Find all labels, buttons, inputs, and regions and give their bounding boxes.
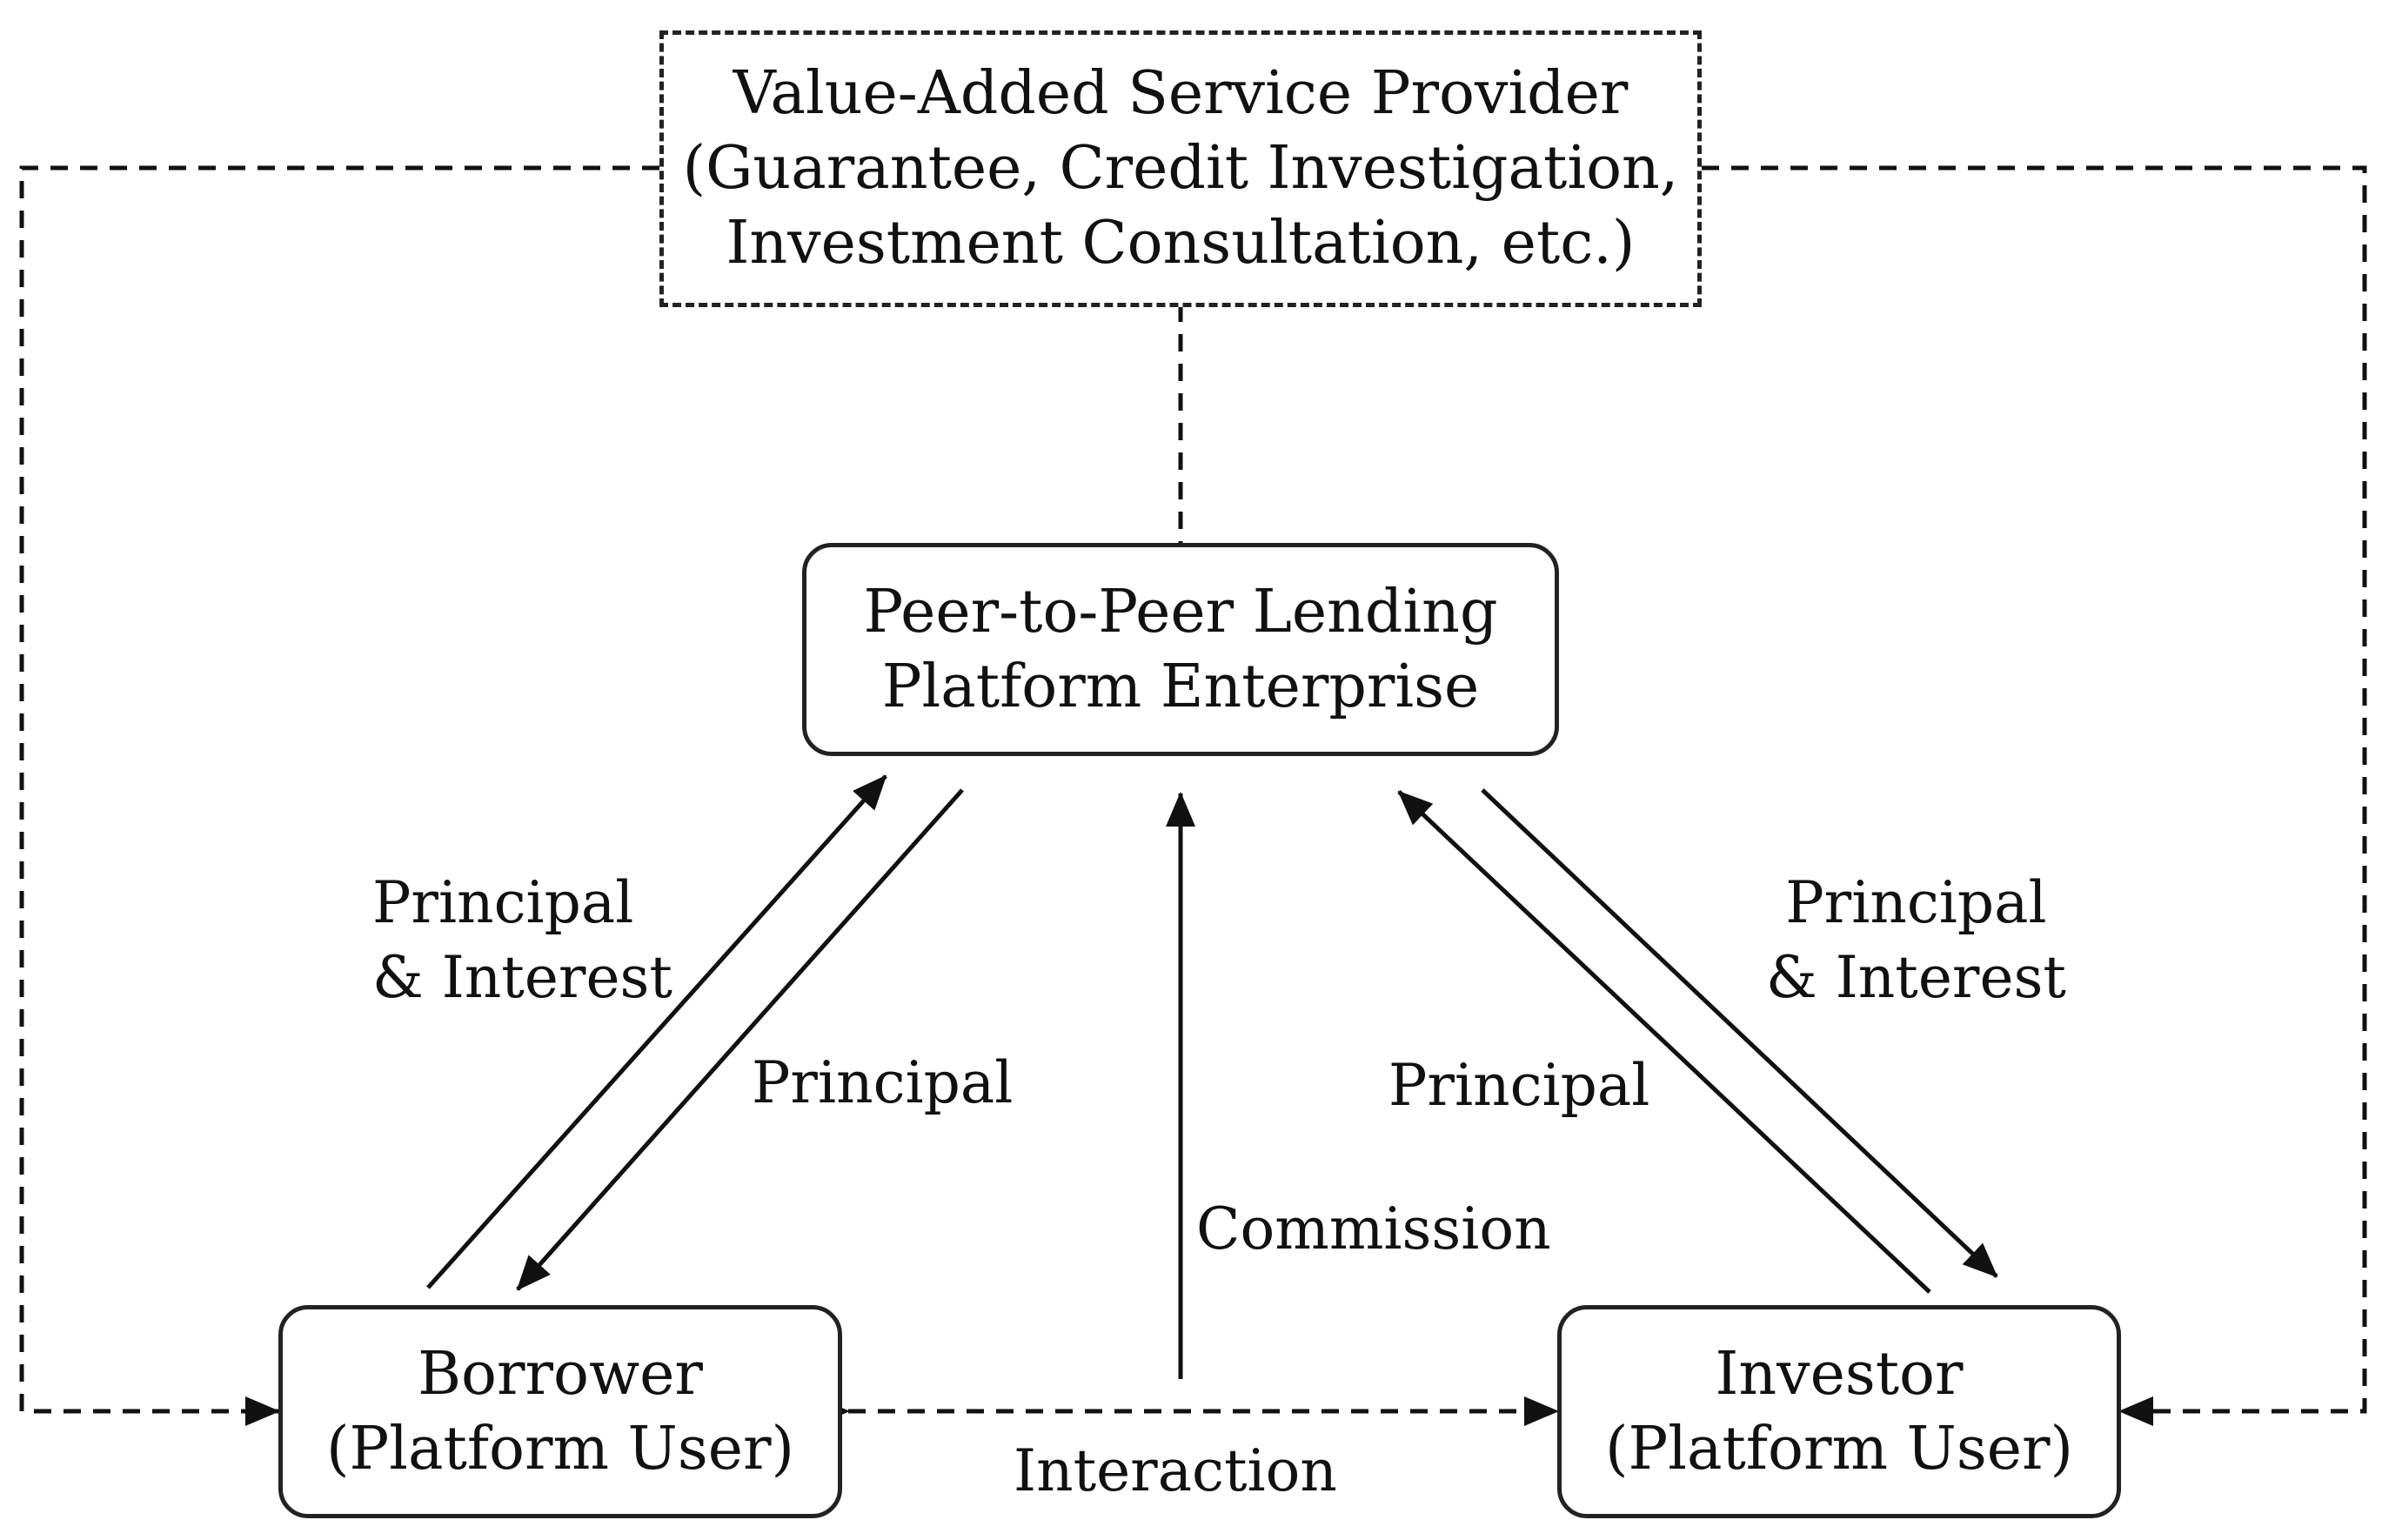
arrow-borrower-to-platform bbox=[426, 774, 887, 1289]
arrow-investor-to-platform bbox=[1397, 790, 1931, 1294]
provider-investor-link bbox=[1702, 165, 2367, 1426]
provider-line-2: (Guarantee, Credit Investigation, bbox=[682, 134, 1679, 203]
label-borrower-principal-interest: Principal & Interest bbox=[372, 866, 672, 1015]
label-borrower-pi-line-1: Principal bbox=[372, 869, 634, 936]
label-commission: Commission bbox=[1196, 1192, 1551, 1267]
label-investor-pi-line-2: & Interest bbox=[1766, 944, 2066, 1011]
arrow-platform-to-investor bbox=[1481, 788, 1998, 1278]
borrower-node: Borrower (Platform User) bbox=[278, 1305, 842, 1518]
label-investor-principal: Principal bbox=[1388, 1048, 1649, 1123]
label-borrower-principal-text: Principal bbox=[752, 1049, 1014, 1116]
label-borrower-pi-line-2: & Interest bbox=[372, 944, 672, 1011]
arrow-platform-to-borrower bbox=[516, 788, 964, 1291]
provider-line-1: Value-Added Service Provider bbox=[733, 59, 1629, 128]
label-commission-text: Commission bbox=[1196, 1195, 1551, 1262]
label-investor-pi-line-1: Principal bbox=[1785, 869, 2047, 936]
label-investor-principal-interest: Principal & Interest bbox=[1766, 866, 2066, 1015]
label-investor-principal-text: Principal bbox=[1388, 1052, 1650, 1119]
investor-line-2: (Platform User) bbox=[1604, 1414, 2074, 1483]
provider-borrower-link bbox=[19, 165, 659, 1426]
borrower-line-2: (Platform User) bbox=[325, 1414, 795, 1483]
label-borrower-principal: Principal bbox=[752, 1046, 1013, 1121]
provider-line-3: Investment Consultation, etc.) bbox=[726, 209, 1636, 278]
investor-node: Investor (Platform User) bbox=[1557, 1305, 2121, 1518]
investor-line-1: Investor bbox=[1715, 1339, 1964, 1409]
provider-node: Value-Added Service Provider (Guarantee,… bbox=[659, 30, 1702, 307]
platform-line-1: Peer-to-Peer Lending bbox=[863, 577, 1498, 646]
label-interaction: Interaction bbox=[1014, 1434, 1337, 1509]
platform-node: Peer-to-Peer Lending Platform Enterprise bbox=[802, 543, 1559, 756]
borrower-line-1: Borrower bbox=[418, 1339, 703, 1409]
platform-line-2: Platform Enterprise bbox=[881, 652, 1480, 721]
label-interaction-text: Interaction bbox=[1014, 1437, 1337, 1504]
